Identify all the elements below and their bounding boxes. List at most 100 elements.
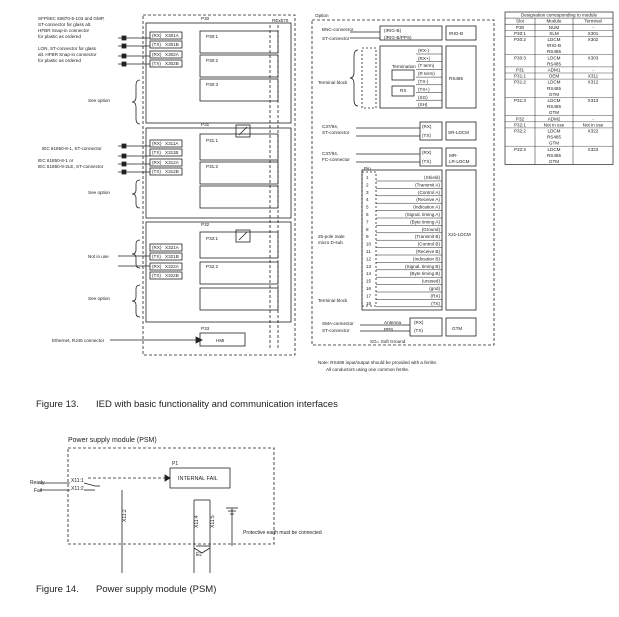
bnc-label: BNC-connector: [322, 27, 354, 32]
note-sfp-4: for plastic as ordered: [38, 34, 81, 39]
vert-label-2: X11:4: [194, 515, 200, 528]
port-x302b: X302B: [165, 61, 179, 66]
pin-signal: (TX): [431, 301, 440, 306]
pin-signal: (Receive A): [416, 197, 440, 202]
table-cell: LDCM: [547, 80, 560, 85]
pin-number: 1: [366, 175, 369, 180]
slot-p32: P32: [201, 222, 210, 227]
table-header: Terminal: [584, 19, 601, 24]
note-iec-3: IEC 61850-9-2LE, ST-connector: [38, 164, 104, 169]
figure-13-text: IED with basic functionality and communi…: [96, 399, 338, 410]
st-label-gtm: ST-connector: [322, 328, 350, 333]
port-tx: (TX): [152, 42, 161, 47]
table-cell: X311: [588, 74, 599, 79]
table-cell: LDCM: [547, 147, 560, 152]
table-cell: Not in use: [544, 122, 565, 127]
pin-number: 5: [366, 205, 369, 210]
irig-term: IRIG-B: [449, 31, 463, 36]
slot-p30-2: P30:2: [206, 58, 218, 63]
slot-p30-1: P30:1: [206, 34, 218, 39]
table-cell: X323: [588, 147, 599, 152]
pin-signal: (Transmit A): [415, 182, 440, 187]
port-rx-2: (RX): [152, 52, 162, 57]
terminal-2: X11:2: [71, 486, 84, 492]
pin-number: 17: [366, 293, 372, 298]
device-label: REx670: [272, 18, 289, 23]
d-sub-2: micro D-sub: [318, 240, 343, 245]
mr-ldcm-1: MR-: [449, 153, 458, 158]
pin-signal: (gnd): [429, 286, 440, 291]
table-cell: ADM1: [548, 68, 561, 73]
rs485-row-lines: [416, 53, 442, 109]
c3794-st-2: ST-connector: [322, 130, 350, 135]
pin-signal: (Byte timing A): [410, 219, 440, 224]
table-cell: SLM: [549, 31, 559, 36]
ldcm-rx-1: (RX): [422, 124, 432, 129]
slot-p32-2: P32:2: [206, 264, 218, 269]
port-x301b: X301B: [165, 42, 179, 47]
table-cell: X301: [588, 31, 599, 36]
table-cell: P31:2: [514, 80, 526, 85]
fail-label: Fail: [34, 488, 42, 494]
ldcm-tx-2: (TX): [422, 159, 431, 164]
table-cell: -: [592, 25, 594, 30]
pin-number: 13: [366, 264, 372, 269]
ldcm-rx-2: (RX): [422, 150, 432, 155]
ldcm-tx-1: (TX): [422, 133, 431, 138]
port-x301a: X301A: [165, 33, 180, 38]
termination-label: Termination: [392, 64, 416, 69]
table-frame: [504, 11, 614, 165]
table-cell: P30: [516, 25, 525, 30]
port-x312b: X312B: [165, 169, 179, 174]
table-cell: P32:1: [514, 122, 526, 127]
port-rx-4: (RX): [152, 160, 162, 165]
pin-number: 4: [366, 197, 369, 202]
port-tx-3: (TX): [152, 150, 161, 155]
table-cell: P32: [516, 116, 525, 121]
x21-ldcm: X21-LDCM: [448, 232, 471, 237]
table-cell: RS485: [547, 104, 561, 109]
table-cell: NUM: [549, 25, 560, 30]
port-tx-4: (TX): [152, 169, 161, 174]
slot-p30: P30: [201, 16, 210, 21]
table-cell: IRIG-B: [547, 43, 561, 48]
note-2: All conductors using one common ferrite.: [326, 367, 409, 372]
c3794-st-1: C37/94,: [322, 124, 338, 129]
d-sub-1: 25-pole male: [318, 234, 345, 239]
table-cell: P30:2: [514, 37, 526, 42]
port-rx-3: (RX): [152, 141, 162, 146]
rs485-row-0: (RX-): [418, 48, 429, 53]
pin-signal: (unused): [422, 279, 441, 284]
figure-14-text: Power supply module (PSM): [96, 584, 217, 595]
table-cell: Not in use: [583, 122, 604, 127]
slot-p31-1: P31:1: [206, 138, 218, 143]
note-lon-2: alt. HFBR Snap-in connector: [38, 52, 97, 57]
figure-14-caption: Figure 14.Power supply module (PSM): [36, 584, 216, 595]
pin-number: 6: [366, 212, 369, 217]
table-cell: X312: [588, 80, 599, 85]
pin-signal: (Signal. timing A): [405, 212, 440, 217]
port-rx-5: (RX): [152, 245, 162, 250]
slot-p31-2: P31:2: [206, 164, 218, 169]
table-cell: GTM: [549, 141, 559, 146]
pin-signal: (Ground): [422, 227, 441, 232]
psm-block: P1: [172, 461, 178, 467]
slot-p31: P31: [201, 122, 210, 127]
pin-number: 10: [366, 242, 372, 247]
gtm-rx: (RX): [414, 320, 424, 325]
table-cell: P31:3: [514, 98, 526, 103]
mr-ldcm-2: LR-LDCM: [449, 159, 470, 164]
port-tx-2: (TX): [152, 61, 161, 66]
pin-signal: (Shield): [424, 175, 440, 180]
pin-signal-list: 1(Shield)2(Transmit A)3(Control A)4(Rece…: [366, 175, 440, 306]
soft-ground: SG= Soft Ground: [370, 339, 406, 344]
port-x302a: X302A: [165, 52, 180, 57]
pin-number: 2: [366, 182, 369, 187]
gtm-label: GTM: [452, 326, 462, 331]
table-cell: RS485: [547, 61, 561, 66]
sma-label: SMA-connector: [322, 321, 354, 326]
note-sfp-1: SFP/IEC 60870-5-103 and GMP,: [38, 16, 105, 21]
pin-signal: (Transmit B): [415, 234, 441, 239]
rs485-label: RS485: [449, 76, 463, 81]
